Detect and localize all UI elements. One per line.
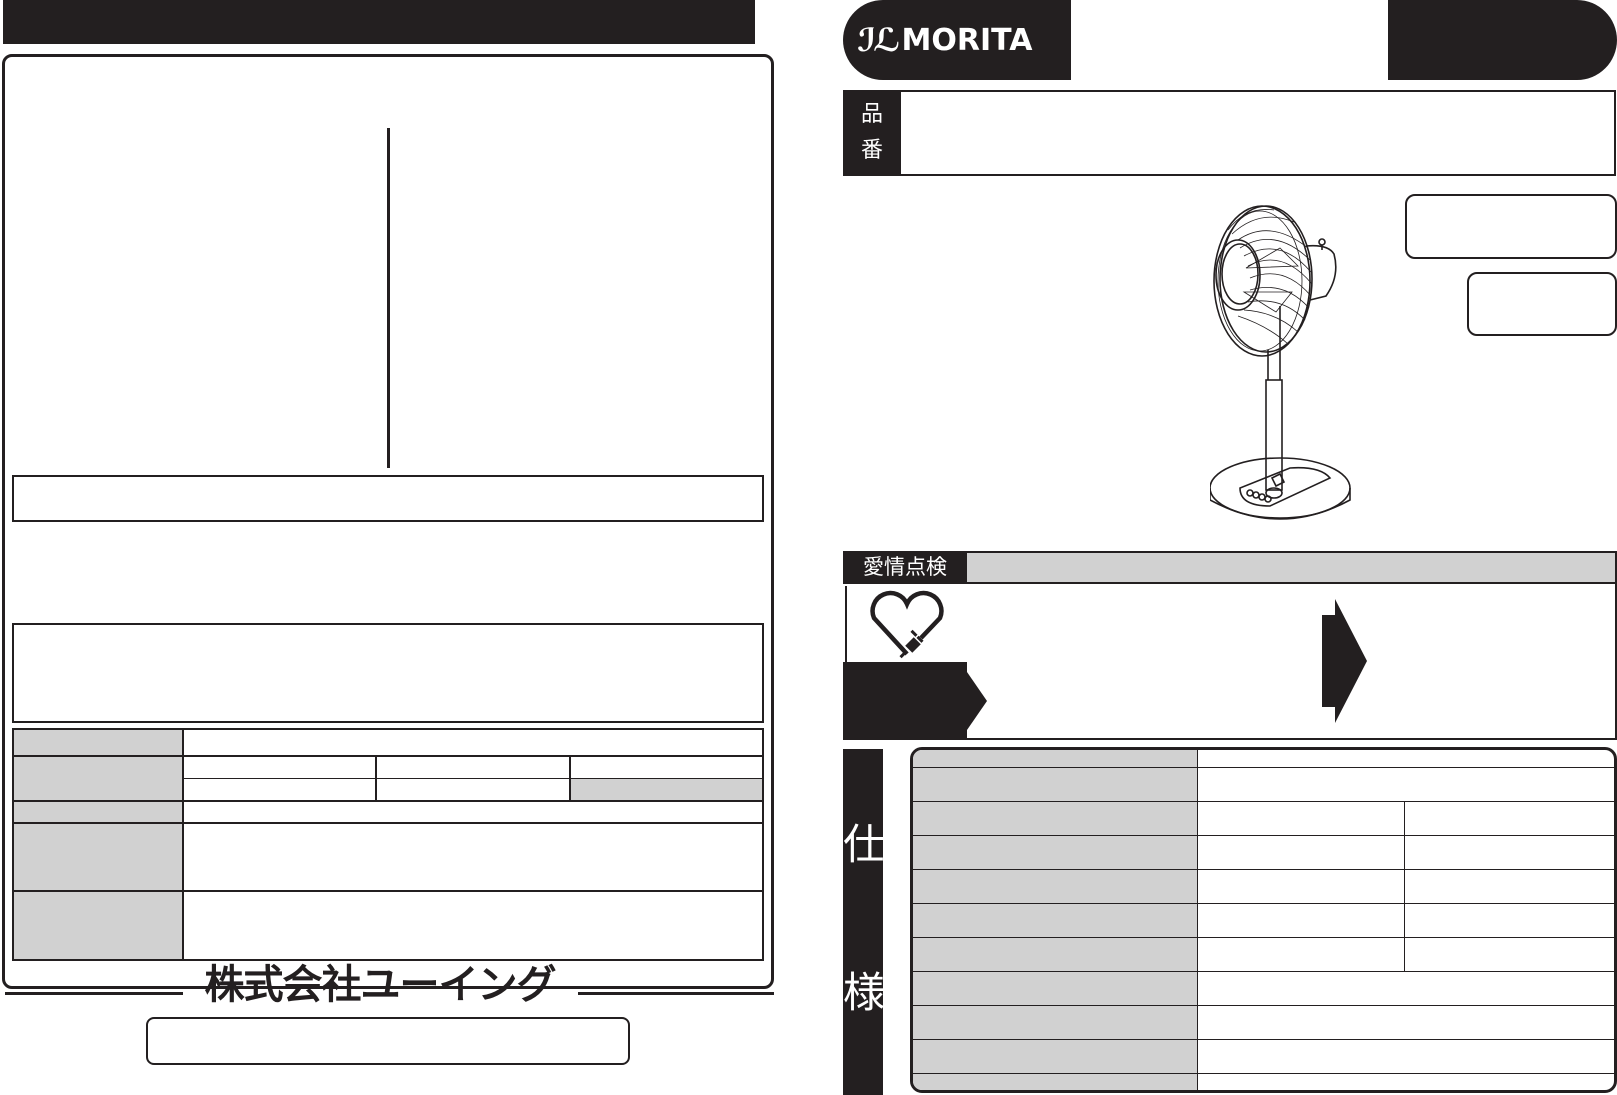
label-char: 様 bbox=[843, 968, 886, 1017]
table-cell bbox=[375, 777, 571, 802]
feature-badge bbox=[1405, 194, 1617, 259]
table-header-cell bbox=[12, 821, 184, 893]
table-cell bbox=[1196, 936, 1404, 971]
fan-illustration bbox=[1210, 205, 1351, 520]
table-header-cell bbox=[913, 766, 1197, 801]
table-cell bbox=[1196, 1004, 1614, 1039]
table-cell bbox=[1196, 902, 1404, 937]
table-header-cell bbox=[913, 868, 1197, 903]
table-header-cell bbox=[12, 890, 184, 961]
table-cell bbox=[1196, 1072, 1614, 1090]
left-page-frame bbox=[2, 54, 774, 989]
table-row bbox=[913, 868, 1614, 903]
header-tab bbox=[1388, 0, 1617, 80]
table-cell bbox=[181, 777, 378, 802]
table-cell-shaded bbox=[568, 777, 765, 802]
arrow-right-icon bbox=[1322, 599, 1367, 723]
contact-box bbox=[146, 1017, 630, 1065]
table-cell bbox=[1403, 834, 1614, 869]
table-cell bbox=[182, 727, 764, 758]
left-page-header-bar bbox=[3, 0, 755, 44]
model-number-box bbox=[843, 90, 1616, 176]
table-header-cell bbox=[913, 936, 1197, 971]
table-row bbox=[12, 799, 764, 824]
table-cell bbox=[1403, 868, 1614, 903]
label-char: 仕 bbox=[843, 820, 886, 869]
divider-line bbox=[578, 992, 774, 995]
feature-badge bbox=[1467, 272, 1617, 336]
logo-mark-icon: ℐℒ bbox=[857, 21, 900, 59]
notice-box bbox=[12, 475, 764, 522]
table-cell bbox=[1196, 970, 1614, 1005]
company-name: 株式会社ユーイング bbox=[204, 962, 557, 1008]
table-row bbox=[12, 755, 765, 802]
brand-logo: ℐℒ MORITA bbox=[843, 0, 1071, 80]
table-row bbox=[913, 1072, 1614, 1090]
safety-check-dark-cell bbox=[843, 662, 967, 740]
table-cell bbox=[1196, 868, 1404, 903]
column-divider bbox=[387, 128, 390, 468]
table-header-cell bbox=[913, 1072, 1197, 1090]
table-cell bbox=[182, 799, 764, 824]
spec-table bbox=[913, 750, 1614, 1090]
table-cell bbox=[1196, 800, 1404, 835]
table-cell bbox=[568, 755, 765, 779]
table-cell bbox=[181, 755, 378, 779]
safety-check-icon-cell bbox=[845, 586, 967, 662]
safety-check-header bbox=[967, 551, 1617, 584]
table-cell bbox=[1403, 936, 1614, 971]
table-header-cell bbox=[12, 755, 184, 802]
divider-line bbox=[5, 992, 183, 995]
safety-check-frame bbox=[843, 584, 1617, 740]
table-row bbox=[913, 1038, 1614, 1073]
table-header-cell bbox=[12, 799, 184, 824]
table-header-cell bbox=[12, 727, 184, 758]
label-char: 品 bbox=[860, 102, 883, 127]
table-header-cell bbox=[913, 750, 1197, 767]
table-row bbox=[913, 800, 1614, 835]
warranty-box bbox=[12, 623, 764, 723]
table-row bbox=[12, 890, 764, 961]
safety-check-label: 愛情点検 bbox=[843, 551, 967, 584]
table-cell bbox=[1196, 766, 1614, 801]
table-row bbox=[913, 936, 1614, 971]
table-row bbox=[913, 1004, 1614, 1039]
table-row bbox=[913, 750, 1614, 767]
heart-plug-icon bbox=[870, 590, 944, 659]
table-header-cell bbox=[913, 902, 1197, 937]
table-cell bbox=[182, 821, 764, 893]
logo-text: MORITA bbox=[901, 22, 1033, 58]
table-row bbox=[913, 766, 1614, 801]
table-header-cell bbox=[913, 1004, 1197, 1039]
table-cell bbox=[375, 755, 571, 779]
table-header-cell bbox=[913, 834, 1197, 869]
label-char: 番 bbox=[860, 138, 883, 163]
table-row bbox=[12, 727, 764, 758]
table-row bbox=[12, 821, 764, 893]
table-header-cell bbox=[913, 1038, 1197, 1073]
table-cell bbox=[1403, 902, 1614, 937]
table-row bbox=[913, 902, 1614, 937]
spec-table-frame bbox=[910, 747, 1617, 1093]
table-cell bbox=[1196, 1038, 1614, 1073]
model-number-label: 品 番 bbox=[843, 90, 901, 176]
arrow-right-icon bbox=[967, 672, 987, 730]
spec-side-label: 仕 様 bbox=[843, 749, 886, 1095]
table-row bbox=[913, 834, 1614, 869]
table-row bbox=[913, 970, 1614, 1005]
table-cell bbox=[182, 890, 764, 961]
table-cell bbox=[1196, 750, 1614, 767]
table-cell bbox=[1196, 834, 1404, 869]
table-cell bbox=[1403, 800, 1614, 835]
table-header-cell bbox=[913, 970, 1197, 1005]
warranty-info-table bbox=[12, 727, 765, 961]
table-header-cell bbox=[913, 800, 1197, 835]
